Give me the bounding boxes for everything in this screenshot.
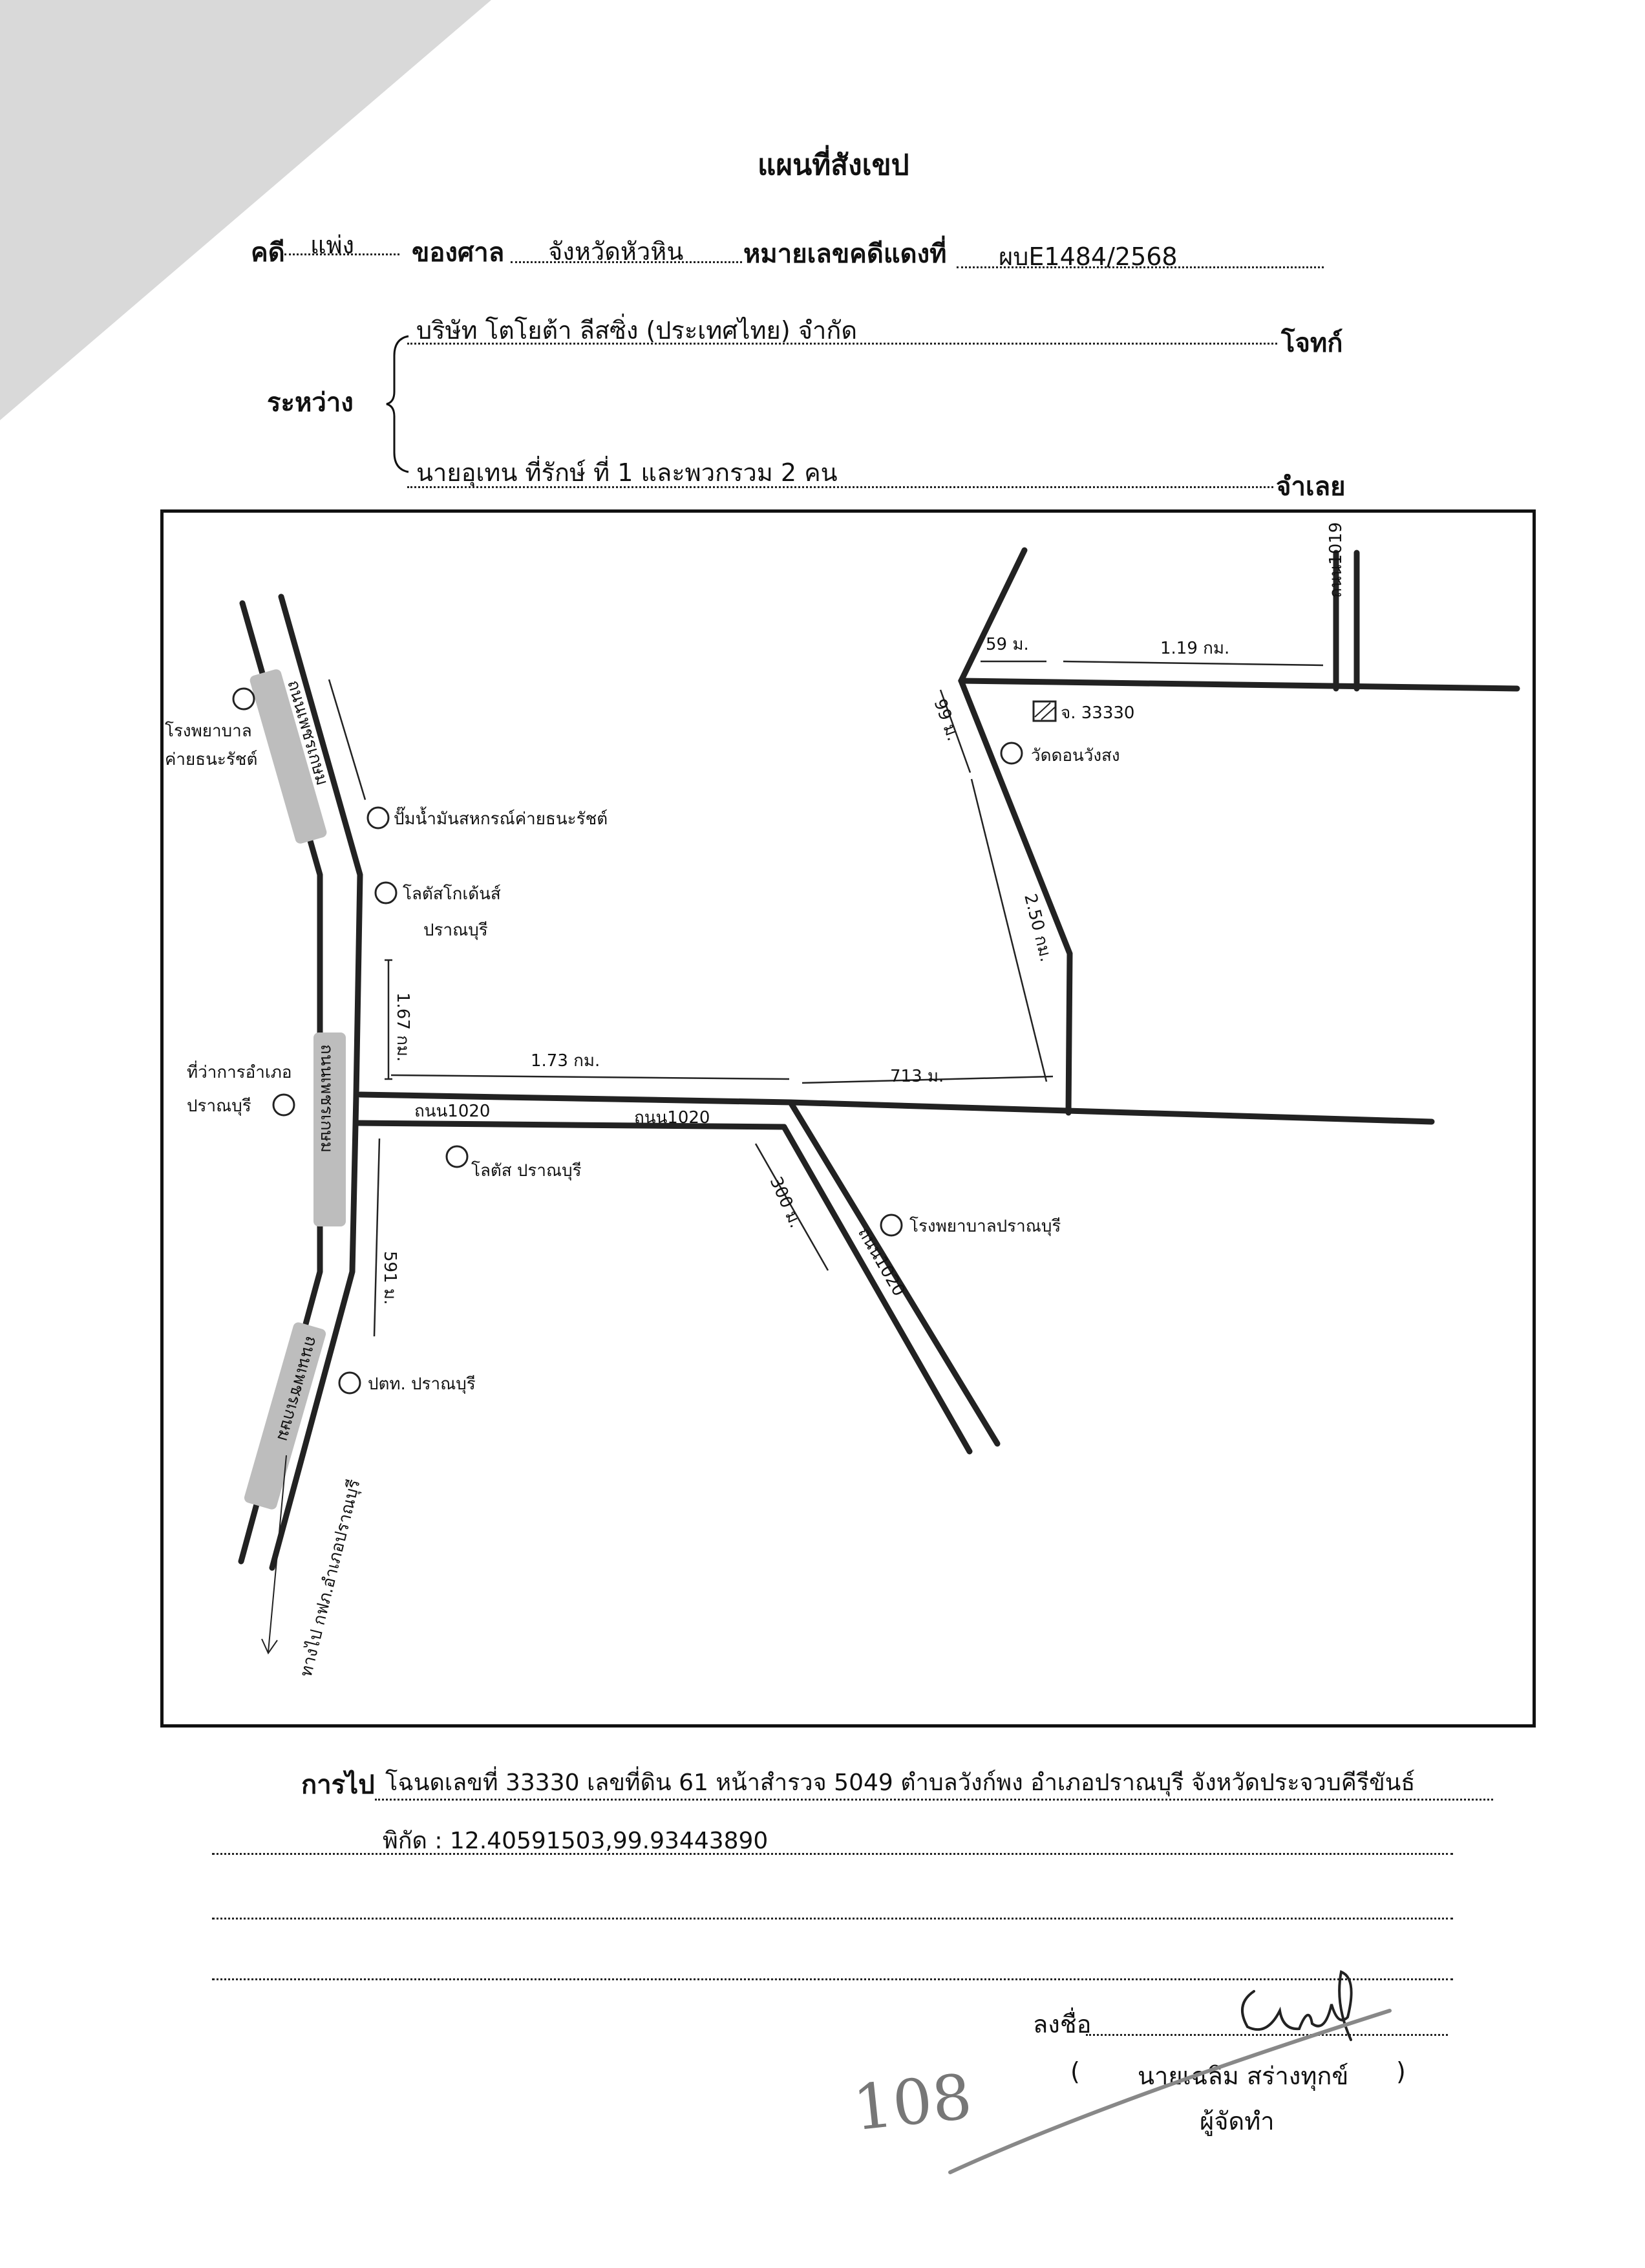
defendant-dots bbox=[407, 486, 1273, 488]
road-1020-diag-south bbox=[781, 1124, 973, 1455]
signer-role: ผู้จัดทำ bbox=[1200, 2107, 1275, 2135]
sketch-map: ถนนเพชรเกษม ถนนเพชรเกษม ถนนเพชรเกษม ถนน1… bbox=[165, 522, 1520, 1679]
page-title: แผนที่สังเขป bbox=[758, 149, 909, 182]
road-east-branch bbox=[958, 678, 1520, 692]
between-label: ระหว่าง bbox=[267, 388, 354, 418]
dim-line-250 bbox=[970, 778, 1048, 1082]
case-number-label: หมายเลขคดีแดงที่ bbox=[743, 239, 947, 269]
road-label-bg-phetkasem-south bbox=[244, 1322, 326, 1510]
dim-line-173 bbox=[390, 1074, 790, 1080]
defendant-name: นายอุเทน ที่รักษ์ ที่ 1 และพวกรวม 2 คน bbox=[416, 458, 838, 487]
dim-label-119: 1.19 กม. bbox=[1160, 639, 1229, 658]
dots-line-2 bbox=[212, 1918, 1453, 1920]
landmark-marker-gas-station bbox=[366, 806, 390, 829]
sign-label: ลงชื่อ bbox=[1033, 2010, 1092, 2038]
case-number: ผบE1484/2568 bbox=[999, 242, 1178, 271]
signer-close-paren: ) bbox=[1396, 2057, 1406, 2086]
directions-dots bbox=[375, 1799, 1493, 1801]
case-type-dots bbox=[284, 253, 399, 255]
landmark-marker-district-office bbox=[272, 1093, 295, 1117]
court-dots bbox=[511, 261, 742, 263]
signature-stroke bbox=[948, 2009, 1392, 2174]
landmark-label-district-office: ที่ว่าการอำเภอ bbox=[187, 1060, 292, 1082]
landmark-label-district-office-2: ปราณบุรี bbox=[187, 1097, 251, 1116]
landmark-label-hospital-pranburi: โรงพยาบาลปราณบุรี bbox=[909, 1216, 1061, 1236]
road-north-branch bbox=[958, 547, 1073, 1116]
landmark-label-gas-station: ปั๊มน้ำมันสหกรณ์ค่ายธนะรัชต์ bbox=[394, 806, 608, 829]
road-label-phetkasem-mid: ถนนเพชรเกษม bbox=[317, 1044, 336, 1153]
dim-label-99: 99 ม. bbox=[929, 696, 962, 744]
landmark-marker-pea bbox=[338, 1371, 361, 1395]
plaintiff-dots bbox=[407, 343, 1277, 345]
directions-label: การไป bbox=[301, 1770, 375, 1800]
road-label-to-district: ทางไป กฟภ.อำเภอปราณบุรี bbox=[296, 1477, 365, 1679]
signer-open-paren: ( bbox=[1070, 2057, 1080, 2086]
dots-line-3 bbox=[212, 1978, 1453, 1980]
court-name: จังหวัดหัวหิน bbox=[548, 237, 684, 266]
landmark-label-hospital-left-2: ค่ายธนะรัชต์ bbox=[165, 750, 257, 769]
road-label-bg-phetkasem-mid bbox=[313, 1032, 346, 1226]
landmark-label-parcel: จ. 33330 bbox=[1061, 703, 1134, 723]
sign-dots bbox=[1086, 2034, 1448, 2036]
landmark-label-tesco-2: ปราณบุรี bbox=[423, 921, 488, 940]
road-1020-diag-north bbox=[787, 1099, 1001, 1447]
party-brace bbox=[386, 335, 409, 473]
dim-line-north-left bbox=[328, 679, 366, 800]
folded-corner-shadow bbox=[0, 0, 491, 420]
landmark-label-hospital-left: โรงพยาบาล bbox=[165, 721, 252, 741]
dim-line-119 bbox=[1063, 660, 1324, 667]
dim-label-591: 591 ม. bbox=[380, 1251, 399, 1305]
parcel-marker bbox=[1032, 700, 1057, 722]
dim-label-59: 59 ม. bbox=[986, 635, 1029, 654]
landmark-label-lotus: โลตัส ปราณบุรี bbox=[471, 1161, 582, 1181]
map-frame: ถนนเพชรเกษม ถนนเพชรเกษม ถนนเพชรเกษม ถนน1… bbox=[160, 509, 1536, 1728]
landmark-marker-school bbox=[1000, 742, 1023, 765]
signature-image bbox=[1241, 1970, 1353, 2041]
directions-text: โฉนดเลขที่ 33330 เลขที่ดิน 61 หน้าสำรวจ … bbox=[385, 1770, 1416, 1796]
case-type: แพ่ง bbox=[310, 231, 355, 259]
road-label-1019: ถนน1019 bbox=[1326, 522, 1346, 598]
dim-line-713 bbox=[801, 1075, 1054, 1084]
dim-line-300 bbox=[754, 1143, 829, 1271]
case-label: คดี bbox=[251, 238, 285, 268]
plaintiff-name: บริษัท โตโยต้า ลีสซิ่ง (ประเทศไทย) จำกัด bbox=[416, 316, 858, 345]
defendant-role: จำเลย bbox=[1276, 472, 1346, 502]
case-number-dots bbox=[957, 266, 1324, 268]
road-label-1020-a: ถนน1020 bbox=[414, 1102, 490, 1121]
direction-arrow-line bbox=[268, 1455, 287, 1653]
plaintiff-role: โจทก์ bbox=[1281, 328, 1343, 358]
landmark-marker-lotus bbox=[445, 1145, 469, 1168]
landmark-marker-hospital-pranburi bbox=[880, 1214, 903, 1237]
landmark-label-school: วัดดอนวังสง bbox=[1031, 746, 1120, 765]
dim-label-300: 300 ม. bbox=[766, 1174, 805, 1231]
dim-label-713: 713 ม. bbox=[890, 1067, 944, 1086]
road-label-bg-phetkasem-north bbox=[249, 669, 327, 844]
road-label-1020-b: ถนน1020 bbox=[634, 1108, 710, 1128]
landmark-marker-hospital-left bbox=[232, 687, 255, 711]
landmark-label-tesco: โลตัสโกเด้นส์ bbox=[403, 884, 501, 904]
coordinates-text: พิกัด : 12.40591503,99.93443890 bbox=[383, 1828, 769, 1854]
court-label: ของศาล bbox=[412, 238, 505, 268]
road-phetkasem-east bbox=[269, 594, 363, 1571]
landmark-marker-tesco bbox=[374, 881, 398, 904]
road-1020-north-edge bbox=[357, 1091, 1435, 1125]
direction-arrow-head bbox=[261, 1638, 278, 1655]
dim-line-591 bbox=[373, 1138, 381, 1337]
dim-line-99 bbox=[939, 689, 971, 773]
dim-label-173: 1.73 กม. bbox=[531, 1051, 600, 1071]
dim-label-167: 1.67 กม. bbox=[393, 992, 412, 1062]
landmark-label-pea: ปตท. ปราณบุรี bbox=[368, 1375, 476, 1394]
road-1020-south-edge bbox=[353, 1120, 787, 1130]
dots-line-1 bbox=[212, 1853, 1453, 1855]
